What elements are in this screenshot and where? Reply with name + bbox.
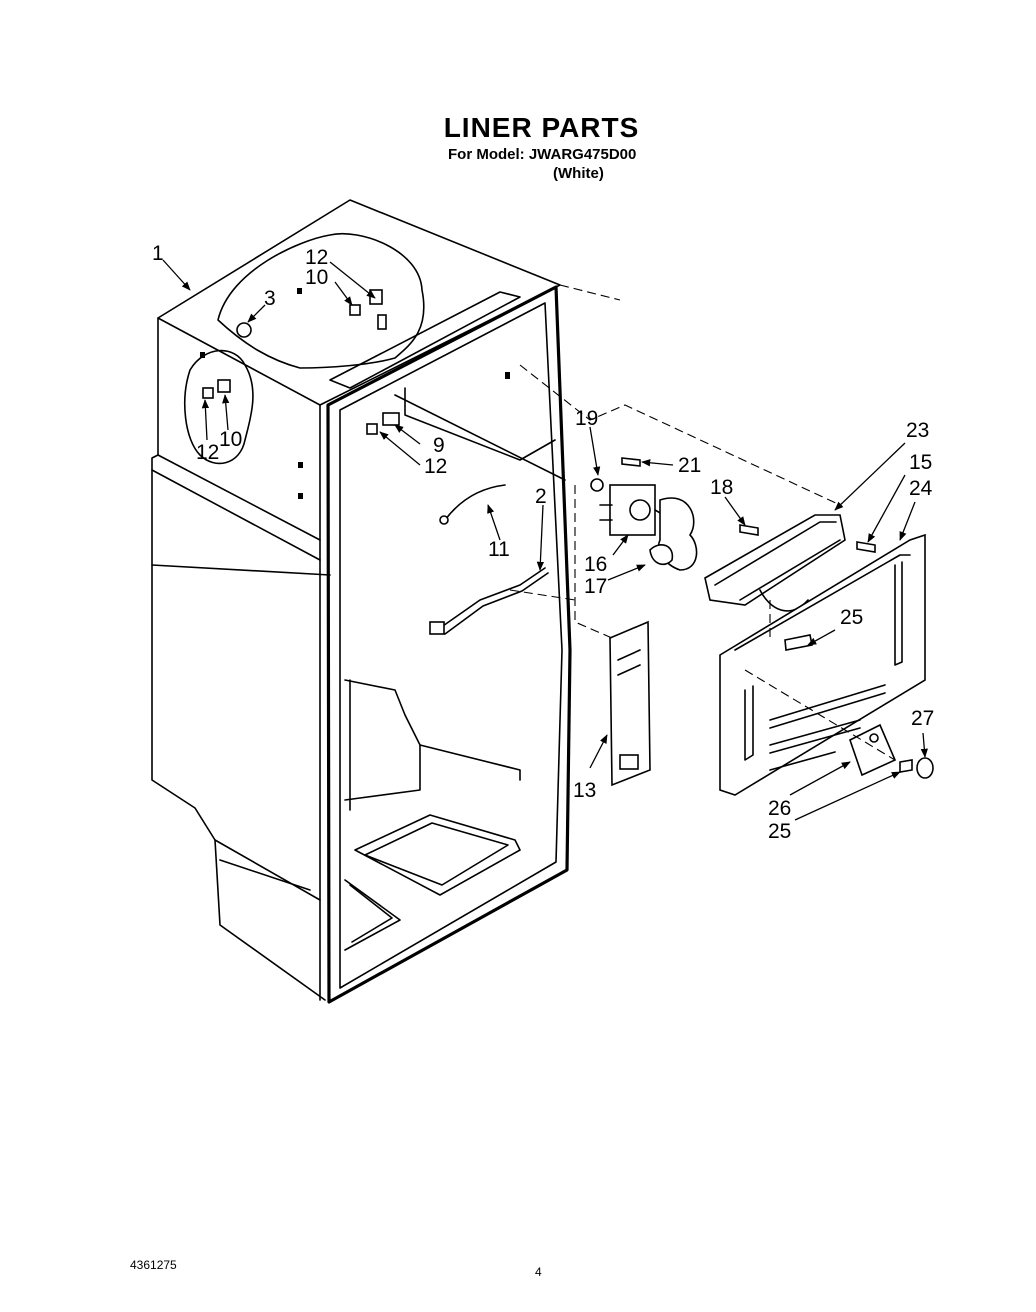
callout-11: 11	[488, 538, 510, 561]
fan-motor-assembly	[590, 457, 759, 571]
leader-arrows	[162, 259, 928, 821]
model-line: For Model: JWARG475D00	[448, 146, 637, 163]
assembly-guide-lines	[509, 284, 896, 761]
model-variant: (White)	[553, 165, 604, 182]
cabinet-liner	[151, 199, 572, 1004]
callout-12: 12	[196, 441, 219, 464]
callout-17: 17	[584, 575, 607, 598]
callout-15: 15	[909, 451, 932, 474]
callout-19: 19	[575, 407, 598, 430]
callout-9: 9	[433, 434, 445, 457]
callout-10: 10	[219, 428, 242, 451]
callout-25: 25	[768, 820, 791, 843]
callout-18: 18	[710, 476, 733, 499]
callout-3: 3	[264, 287, 276, 310]
back-panel	[719, 533, 934, 796]
callout-23: 23	[906, 419, 929, 442]
callout-21: 21	[678, 454, 701, 477]
callout-2: 2	[535, 485, 547, 508]
callout-27: 27	[911, 707, 934, 730]
callout-26: 26	[768, 797, 791, 820]
document-number: 4361275	[130, 1258, 177, 1272]
wire-harness	[429, 484, 549, 635]
callout-16: 16	[584, 553, 607, 576]
callout-1: 1	[152, 242, 164, 265]
callout-labels: 1 12 10 3 12 10 9 12 11 2 19 21 18 16 17…	[152, 242, 934, 843]
callout-12: 12	[305, 246, 328, 269]
callout-10: 10	[305, 266, 328, 289]
page-title: LINER PARTS	[443, 112, 640, 143]
page-number: 4	[535, 1265, 542, 1279]
callout-12: 12	[424, 455, 447, 478]
callout-24: 24	[909, 477, 933, 500]
cover-plate	[609, 620, 651, 787]
callout-25: 25	[840, 606, 863, 629]
callout-13: 13	[573, 779, 596, 802]
